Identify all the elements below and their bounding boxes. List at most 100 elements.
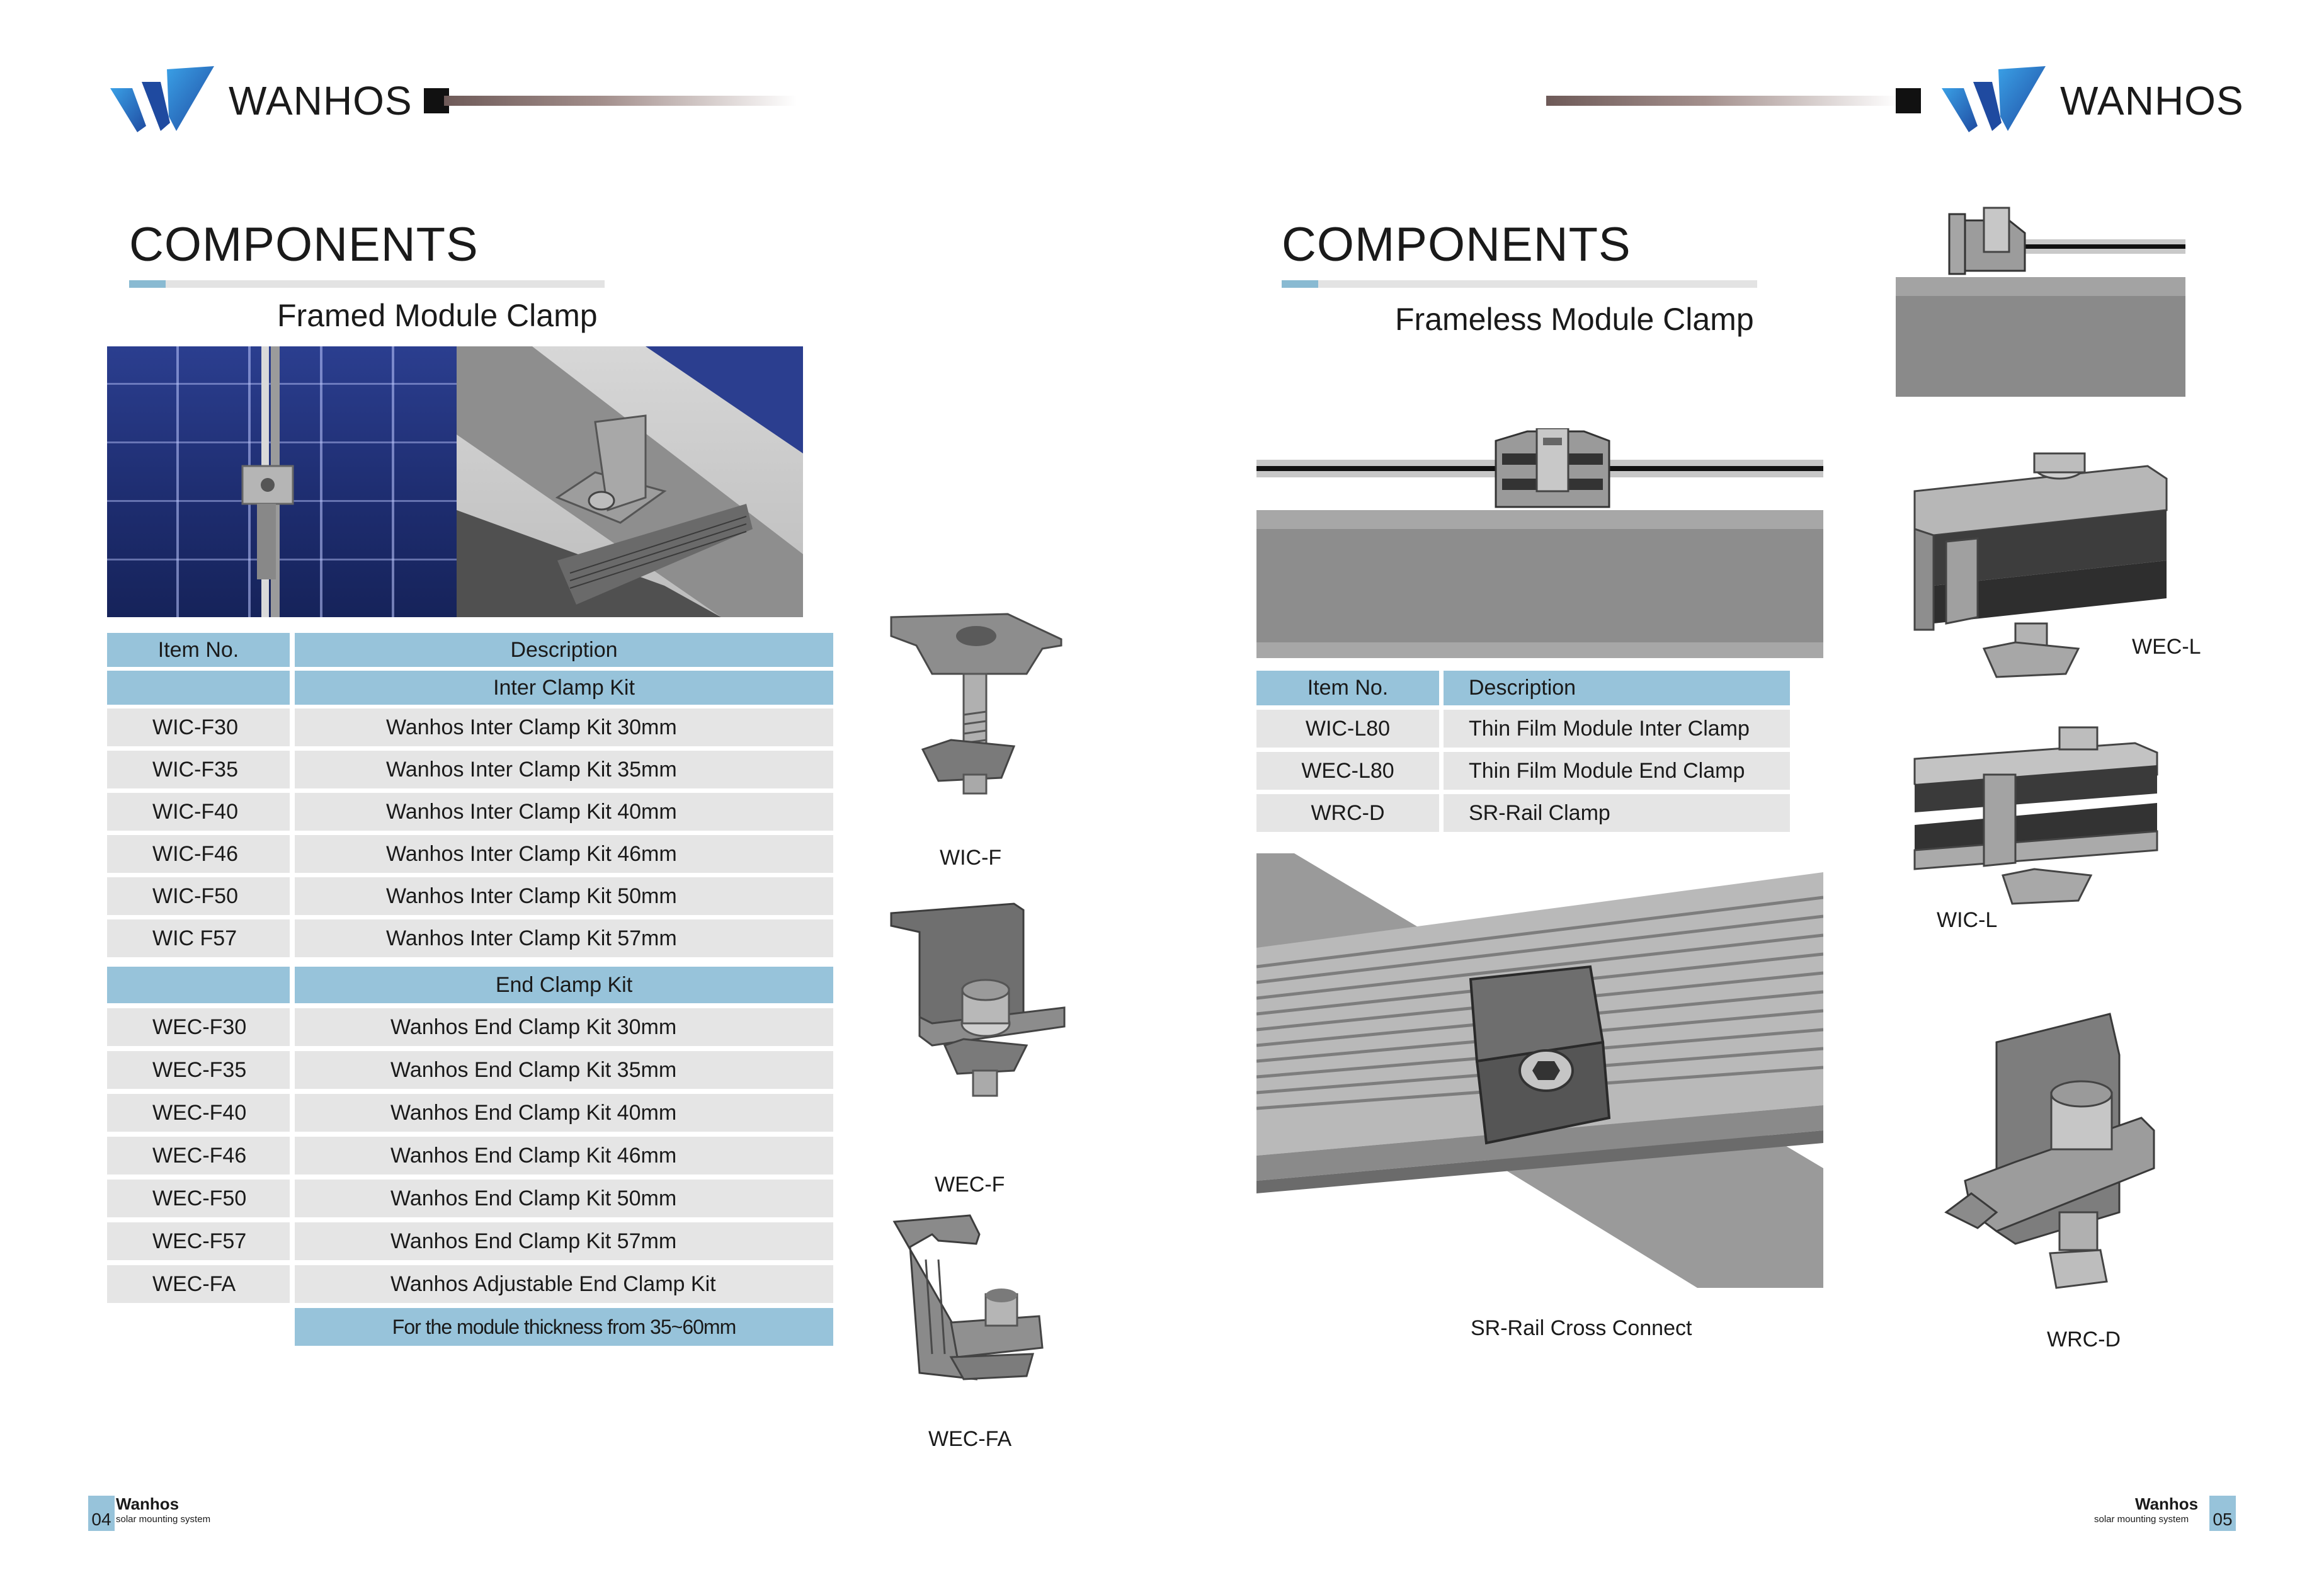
end-section-blank bbox=[107, 967, 290, 1003]
table-row-desc: Wanhos End Clamp Kit 40mm bbox=[295, 1094, 833, 1132]
framed-clamp-photo-panels bbox=[107, 346, 457, 617]
item-no: WEC-F35 bbox=[152, 1057, 247, 1082]
section-subtitle-right: Frameless Module Clamp bbox=[1395, 302, 1754, 337]
table-row-desc: Wanhos Inter Clamp Kit 46mm bbox=[295, 835, 833, 873]
item-no: WEC-L80 bbox=[1301, 758, 1394, 783]
item-no: WRC-D bbox=[1311, 800, 1385, 825]
item-desc: Wanhos Inter Clamp Kit 30mm bbox=[386, 715, 677, 739]
table-row-desc: Wanhos Inter Clamp Kit 57mm bbox=[295, 919, 833, 957]
brand-square bbox=[1896, 88, 1921, 113]
table-row-item: WEC-F57 bbox=[107, 1222, 290, 1260]
table-row-item: WEC-FA bbox=[107, 1265, 290, 1303]
inter-section-header: Inter Clamp Kit bbox=[295, 671, 833, 705]
table-row-item: WIC-L80 bbox=[1256, 710, 1439, 748]
wec-fa-render bbox=[892, 1214, 1044, 1380]
col-header-item-right: Item No. bbox=[1256, 671, 1439, 705]
table-row-desc: Wanhos End Clamp Kit 30mm bbox=[295, 1008, 833, 1046]
table-row-desc: Wanhos Inter Clamp Kit 30mm bbox=[295, 708, 833, 746]
table-row-item: WIC F57 bbox=[107, 919, 290, 957]
label-wec-l: WEC-L bbox=[2132, 635, 2201, 659]
inter-section-text: Inter Clamp Kit bbox=[493, 675, 635, 700]
header-rule-right bbox=[1546, 96, 1899, 106]
item-no: WEC-F50 bbox=[152, 1186, 247, 1210]
footer-tagline-right: solar mounting system bbox=[2094, 1514, 2189, 1525]
item-desc: Thin Film Module End Clamp bbox=[1469, 758, 1745, 783]
col-header-item-text: Item No. bbox=[157, 637, 239, 662]
table-row-item: WEC-F30 bbox=[107, 1008, 290, 1046]
page-number-right: 05 bbox=[2209, 1496, 2236, 1531]
title-underline-left bbox=[129, 280, 605, 288]
item-no: WIC-F35 bbox=[152, 757, 238, 782]
table-row-desc: Wanhos End Clamp Kit 57mm bbox=[295, 1222, 833, 1260]
table-row-desc: Wanhos End Clamp Kit 50mm bbox=[295, 1180, 833, 1217]
table-row-item: WIC-F35 bbox=[107, 751, 290, 788]
item-desc: Wanhos End Clamp Kit 57mm bbox=[390, 1229, 677, 1253]
wic-l-render bbox=[1913, 726, 2158, 905]
table-row-desc: Wanhos Inter Clamp Kit 40mm bbox=[295, 793, 833, 831]
table-row-desc: Wanhos Inter Clamp Kit 50mm bbox=[295, 877, 833, 915]
table-row-item: WEC-F35 bbox=[107, 1051, 290, 1089]
table-row-item: WIC-F40 bbox=[107, 793, 290, 831]
wec-f-render bbox=[890, 902, 1066, 1097]
footer-brand-left: Wanhos bbox=[116, 1494, 179, 1513]
table-row-desc: Wanhos Adjustable End Clamp Kit bbox=[295, 1265, 833, 1303]
table-row-item: WIC-F50 bbox=[107, 877, 290, 915]
item-no: WIC-F46 bbox=[152, 841, 238, 866]
table-footnote: For the module thickness from 35~60mm bbox=[295, 1308, 833, 1346]
brand-logo-left: WANHOS bbox=[107, 60, 449, 142]
col-header-desc-left: Description bbox=[295, 633, 833, 667]
brand-logo-right: WANHOS bbox=[1896, 60, 2255, 142]
title-underline-right bbox=[1282, 280, 1757, 288]
item-no: WIC-F30 bbox=[152, 715, 238, 739]
table-row-item: WEC-F46 bbox=[107, 1137, 290, 1175]
table-row-desc: Wanhos End Clamp Kit 35mm bbox=[295, 1051, 833, 1089]
label-wic-f: WIC-F bbox=[940, 846, 1002, 870]
footer-brand-right: Wanhos bbox=[2135, 1494, 2199, 1513]
frameless-clamp-section-render bbox=[1256, 428, 1823, 658]
table-row-item: WIC-F30 bbox=[107, 708, 290, 746]
page-title-left: COMPONENTS bbox=[129, 218, 479, 271]
col-header-item-text: Item No. bbox=[1307, 676, 1389, 700]
inter-section-blank bbox=[107, 671, 290, 705]
label-wec-f: WEC-F bbox=[935, 1173, 1005, 1197]
framed-clamp-rail-photo bbox=[457, 346, 803, 617]
item-desc: Wanhos Inter Clamp Kit 46mm bbox=[386, 841, 677, 866]
col-header-desc-text: Description bbox=[510, 637, 618, 662]
item-desc: Wanhos Inter Clamp Kit 40mm bbox=[386, 799, 677, 824]
item-no: WEC-F46 bbox=[152, 1143, 247, 1168]
col-header-desc-right: Description bbox=[1444, 671, 1790, 705]
wic-f-render bbox=[890, 613, 1062, 795]
wanhos-logo-icon bbox=[110, 66, 214, 132]
item-desc: Wanhos Inter Clamp Kit 57mm bbox=[386, 926, 677, 950]
footnote-text: For the module thickness from 35~60mm bbox=[392, 1315, 736, 1338]
table-row-desc: Wanhos Inter Clamp Kit 35mm bbox=[295, 751, 833, 788]
header-rule-left bbox=[444, 96, 797, 106]
table-row-item: WRC-D bbox=[1256, 794, 1439, 832]
item-desc: SR-Rail Clamp bbox=[1469, 800, 1610, 825]
item-desc: Wanhos End Clamp Kit 35mm bbox=[390, 1057, 677, 1082]
brand-name: WANHOS bbox=[229, 78, 413, 123]
table-row-item: WEC-F40 bbox=[107, 1094, 290, 1132]
item-no: WIC-F50 bbox=[152, 884, 238, 908]
label-wrc-d: WRC-D bbox=[2047, 1328, 2121, 1351]
item-desc: Thin Film Module Inter Clamp bbox=[1469, 716, 1750, 741]
end-section-text: End Clamp Kit bbox=[495, 972, 633, 997]
end-section-header: End Clamp Kit bbox=[295, 967, 833, 1003]
wanhos-logo-icon bbox=[1942, 66, 2046, 132]
wec-l-render bbox=[1913, 452, 2168, 678]
page-title-right: COMPONENTS bbox=[1282, 218, 1631, 271]
brand-name: WANHOS bbox=[2060, 78, 2244, 123]
table-row-item: WIC-F46 bbox=[107, 835, 290, 873]
footer-tagline-left: solar mounting system bbox=[116, 1514, 211, 1525]
item-no: WIC-F40 bbox=[152, 799, 238, 824]
item-no: WEC-F40 bbox=[152, 1100, 247, 1125]
wrc-d-render bbox=[1944, 1013, 2155, 1289]
table-row-item: WEC-F50 bbox=[107, 1180, 290, 1217]
item-desc: Wanhos Adjustable End Clamp Kit bbox=[390, 1271, 716, 1296]
caption-sr-rail-cross-connect: SR-Rail Cross Connect bbox=[1471, 1316, 1692, 1340]
item-desc: Wanhos End Clamp Kit 50mm bbox=[390, 1186, 677, 1210]
table-row-desc: Thin Film Module Inter Clamp bbox=[1444, 710, 1790, 748]
item-desc: Wanhos End Clamp Kit 46mm bbox=[390, 1143, 677, 1168]
col-header-desc-text: Description bbox=[1469, 676, 1576, 700]
item-no: WEC-FA bbox=[152, 1271, 236, 1296]
